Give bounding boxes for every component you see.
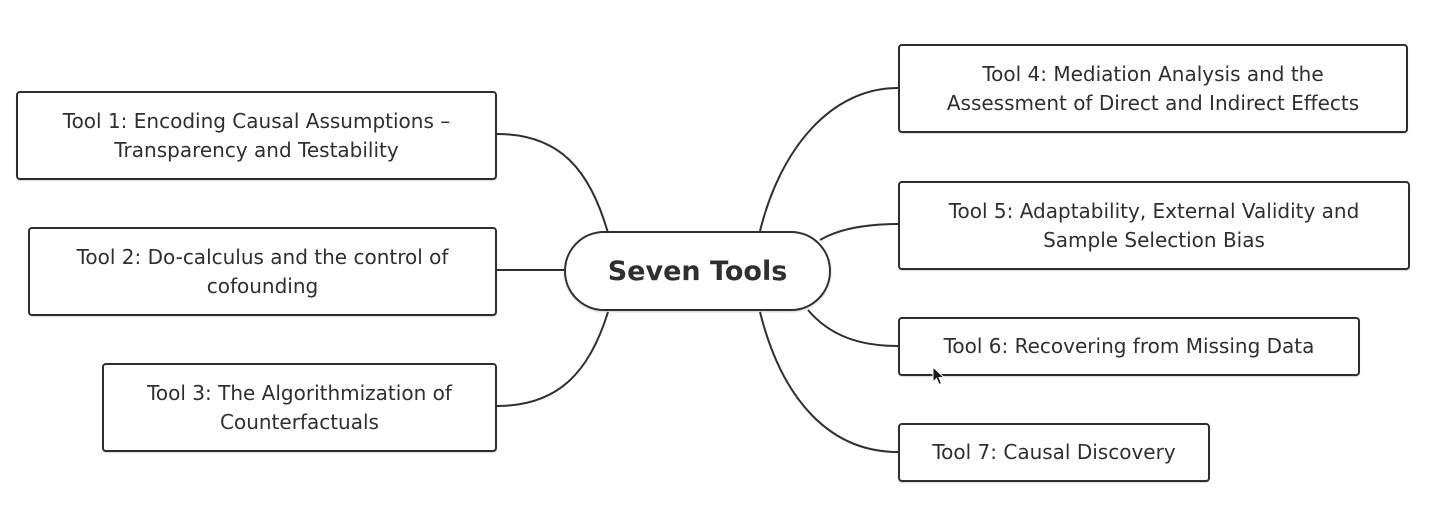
connector-tool-7 — [759, 311, 899, 453]
connector-tool-6 — [807, 309, 899, 347]
connector-tool-1 — [496, 133, 609, 234]
tool-7-node[interactable]: Tool 7: Causal Discovery — [898, 423, 1210, 482]
tool-1-node[interactable]: Tool 1: Encoding Causal Assumptions – Tr… — [16, 91, 497, 180]
tool-4-label: Tool 4: Mediation Analysis and the Asses… — [946, 61, 1360, 115]
tool-6-node[interactable]: Tool 6: Recovering from Missing Data — [898, 317, 1360, 376]
connector-tool-4 — [759, 87, 899, 232]
tool-3-label: Tool 3: The Algorithmization of Counterf… — [147, 380, 452, 434]
connector-tool-5 — [819, 223, 899, 241]
connector-tool-3 — [496, 311, 609, 407]
central-topic[interactable]: Seven Tools — [564, 231, 831, 311]
central-topic-label: Seven Tools — [607, 255, 788, 287]
tool-1-label: Tool 1: Encoding Causal Assumptions – Tr… — [62, 108, 451, 162]
tool-5-node[interactable]: Tool 5: Adaptability, External Validity … — [898, 181, 1410, 270]
tool-7-label: Tool 7: Causal Discovery — [932, 440, 1176, 464]
mouse-pointer-icon — [932, 366, 946, 386]
tool-2-node[interactable]: Tool 2: Do-calculus and the control of c… — [28, 227, 497, 316]
tool-3-node[interactable]: Tool 3: The Algorithmization of Counterf… — [102, 363, 497, 452]
tool-5-label: Tool 5: Adaptability, External Validity … — [948, 198, 1360, 252]
tool-2-label: Tool 2: Do-calculus and the control of c… — [76, 244, 449, 298]
tool-6-label: Tool 6: Recovering from Missing Data — [943, 334, 1315, 358]
tool-4-node[interactable]: Tool 4: Mediation Analysis and the Asses… — [898, 44, 1408, 133]
